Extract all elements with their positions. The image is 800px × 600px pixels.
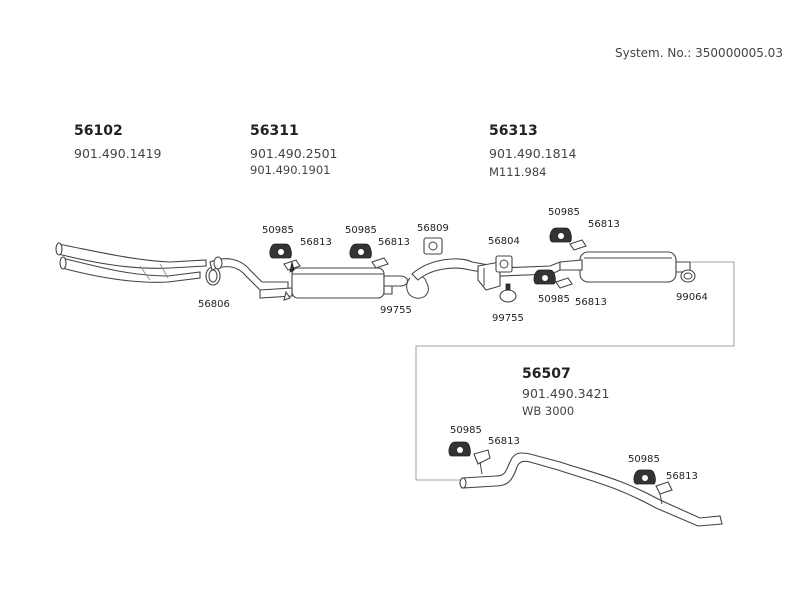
part-50985-hanger-6 <box>633 469 656 485</box>
part-label: 56813 <box>488 436 520 447</box>
part-label: 50985 <box>548 207 580 218</box>
part-label: 56813 <box>300 237 332 248</box>
group-number: 56507 <box>522 366 571 382</box>
group-code: 901.490.1419 <box>74 146 162 161</box>
part-label: 50985 <box>345 225 377 236</box>
part-label: 56806 <box>198 299 230 310</box>
part-56813-bracket-2 <box>371 257 389 269</box>
part-label: 56813 <box>378 237 410 248</box>
part-50985-hanger-1 <box>269 243 292 259</box>
group-code: 901.490.2501 <box>250 146 338 161</box>
group-code: 901.490.3421 <box>522 386 610 401</box>
part-56813-bracket-3 <box>569 239 587 251</box>
part-56806-ring <box>205 266 221 286</box>
group-code: WB 3000 <box>522 404 575 418</box>
group-number: 56102 <box>74 123 123 139</box>
middle-silencer-assembly <box>209 256 409 301</box>
part-56813-bracket-6 <box>655 481 673 505</box>
part-label: 56813 <box>666 471 698 482</box>
group-code: 901.490.1814 <box>489 146 577 161</box>
group-number: 56313 <box>489 123 538 139</box>
part-label: 50985 <box>450 425 482 436</box>
part-label: 99755 <box>380 305 412 316</box>
connector-line <box>415 261 735 481</box>
part-50985-hanger-3 <box>549 227 572 243</box>
group-code: 901.490.1901 <box>250 163 331 177</box>
part-99755-clamp-2 <box>499 283 517 303</box>
part-50985-hanger-2 <box>349 243 372 259</box>
part-99064-clamp <box>680 269 696 283</box>
part-56813-bracket-4 <box>555 277 573 289</box>
front-pipe-assembly <box>55 242 207 283</box>
part-label: 99064 <box>676 292 708 303</box>
part-50985-hanger-4 <box>533 269 556 285</box>
part-label: 56813 <box>588 219 620 230</box>
system-number: System. No.: 350000005.03 <box>615 46 783 60</box>
rear-silencer <box>559 251 691 283</box>
part-label: 50985 <box>262 225 294 236</box>
part-56813-bracket-1 <box>283 259 301 273</box>
group-code: M111.984 <box>489 165 547 179</box>
part-label: 56804 <box>488 236 520 247</box>
part-label: 50985 <box>538 294 570 305</box>
tailpipe-assembly <box>459 452 723 527</box>
part-label: 56813 <box>575 297 607 308</box>
part-label: 99755 <box>492 313 524 324</box>
group-number: 56311 <box>250 123 299 139</box>
part-label: 50985 <box>628 454 660 465</box>
part-label: 56809 <box>417 223 449 234</box>
part-56813-bracket-5 <box>473 449 491 475</box>
part-50985-hanger-5 <box>448 441 471 457</box>
